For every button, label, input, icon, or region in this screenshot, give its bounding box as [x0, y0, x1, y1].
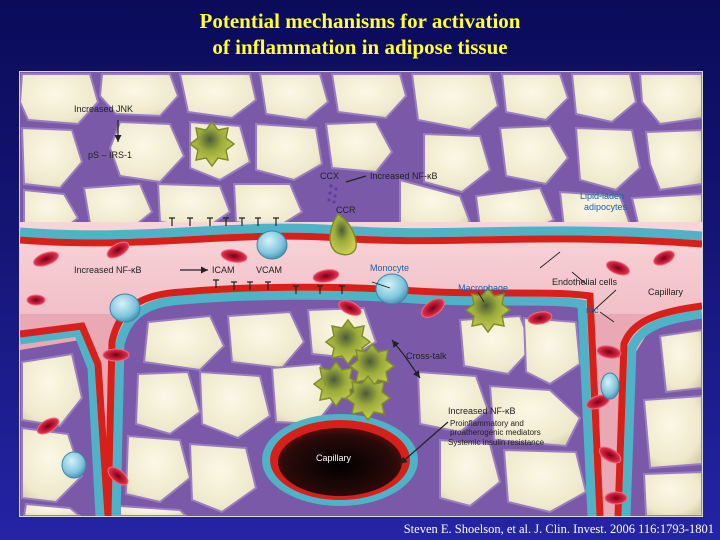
upper-vessel-wall — [20, 223, 702, 248]
label-adipocytes: adipocytes — [584, 202, 628, 212]
label-capillary-right: Capillary — [648, 287, 684, 297]
label-increased-nfkb-left: Increased NF-κB — [74, 265, 142, 275]
label-increased-jnk: Increased JNK — [74, 104, 133, 114]
label-vcam: VCAM — [256, 265, 282, 275]
migrating-monocyte — [329, 212, 357, 256]
adipose-tissue-illustration: Increased JNK pS – IRS-1 CCX CCR Increas… — [19, 71, 703, 517]
ccx-chemokine-dots — [327, 184, 338, 204]
label-endothelial-cells: Endothelial cells — [552, 277, 618, 287]
label-cross-talk: Cross-talk — [406, 351, 447, 361]
label-proatherogenic: proatherogenic mediators — [450, 428, 541, 437]
label-proinflammatory: Proinflammatory and — [450, 419, 524, 428]
monocytes — [61, 230, 620, 479]
label-monocyte: Monocyte — [370, 263, 409, 273]
lower-adipocyte-layer — [20, 283, 702, 516]
label-ps-irs1: pS – IRS-1 — [88, 150, 132, 160]
label-capillary-bottom: Capillary — [316, 453, 352, 463]
slide-title: Potential mechanisms for activation of i… — [0, 8, 720, 60]
label-rbc: rbc — [586, 305, 599, 315]
capillary-cross-section — [262, 414, 418, 506]
title-line-1: Potential mechanisms for activation — [199, 9, 521, 33]
title-line-2: of inflammation in adipose tissue — [212, 35, 508, 59]
label-ccr: CCR — [336, 205, 356, 215]
citation: Steven E. Shoelson, et al. J. Clin. Inve… — [403, 522, 714, 536]
upper-adipocyte-layer — [20, 72, 702, 236]
label-systemic-insulin-resistance: Systemic insulin resistance — [448, 438, 545, 447]
adhesion-molecules — [169, 217, 345, 294]
label-ccx: CCX — [320, 171, 339, 181]
label-increased-nfkb-bottom: Increased NF-κB — [448, 406, 516, 416]
red-blood-cells — [26, 241, 675, 505]
label-macrophage: Macrophage — [458, 283, 508, 293]
illustration-svg: Increased JNK pS – IRS-1 CCX CCR Increas… — [20, 72, 702, 516]
label-lipid-laden: Lipid-laden — [580, 191, 624, 201]
macrophages — [188, 120, 512, 422]
label-icam: ICAM — [212, 265, 235, 275]
leader-lines — [371, 251, 617, 323]
annotation-arrows — [114, 120, 449, 465]
label-increased-nfkb-top: Increased NF-κB — [370, 171, 438, 181]
